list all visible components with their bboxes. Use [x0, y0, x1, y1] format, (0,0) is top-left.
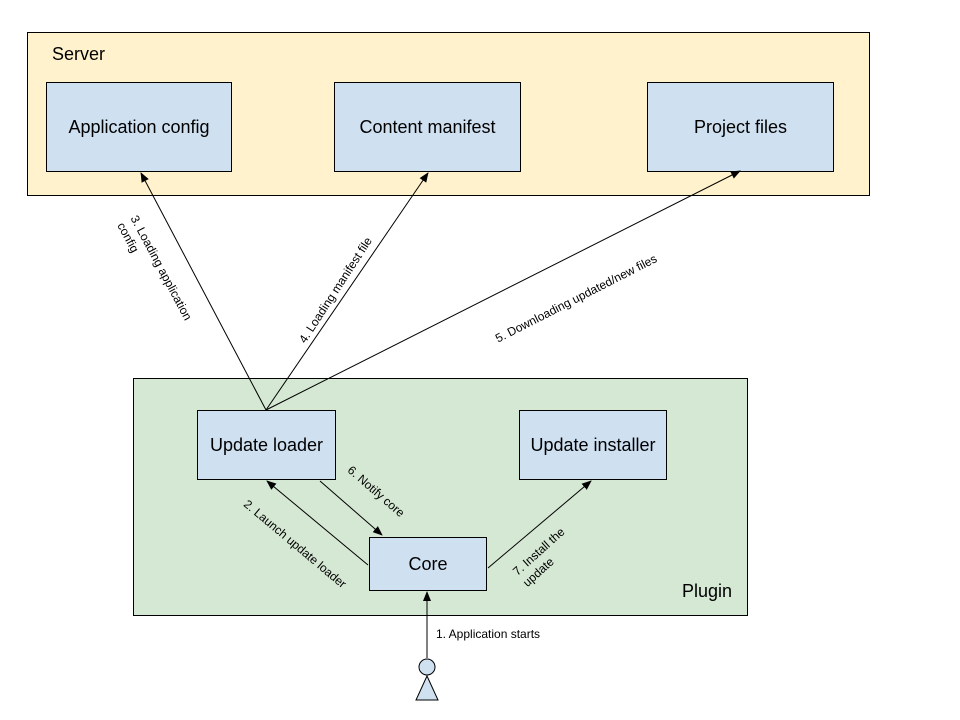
edge-label-app-starts: 1. Application starts [436, 627, 541, 641]
edge-install-update [487, 480, 592, 569]
application-config-node: Application config [46, 82, 232, 172]
update-loader-node: Update loader [197, 410, 336, 480]
update-installer-label: Update installer [530, 435, 656, 455]
server-label: Server [52, 44, 106, 64]
edge-downloading-files [265, 170, 741, 411]
edge-loading-app-config [140, 172, 267, 411]
edge-launch-update-loader [266, 480, 369, 566]
core-node: Core [369, 537, 487, 591]
content-manifest-label: Content manifest [359, 117, 496, 137]
edge-notify-core [319, 480, 383, 536]
application-config-label: Application config [68, 117, 210, 137]
edge-loading-manifest [265, 172, 429, 411]
project-files-label: Project files [693, 117, 788, 137]
update-installer-node: Update installer [519, 410, 667, 480]
project-files-node: Project files [647, 82, 834, 172]
plugin-label: Plugin [682, 581, 733, 601]
update-loader-label: Update loader [209, 435, 324, 455]
core-label: Core [408, 554, 448, 574]
content-manifest-node: Content manifest [334, 82, 521, 172]
user-actor-icon [415, 658, 439, 701]
